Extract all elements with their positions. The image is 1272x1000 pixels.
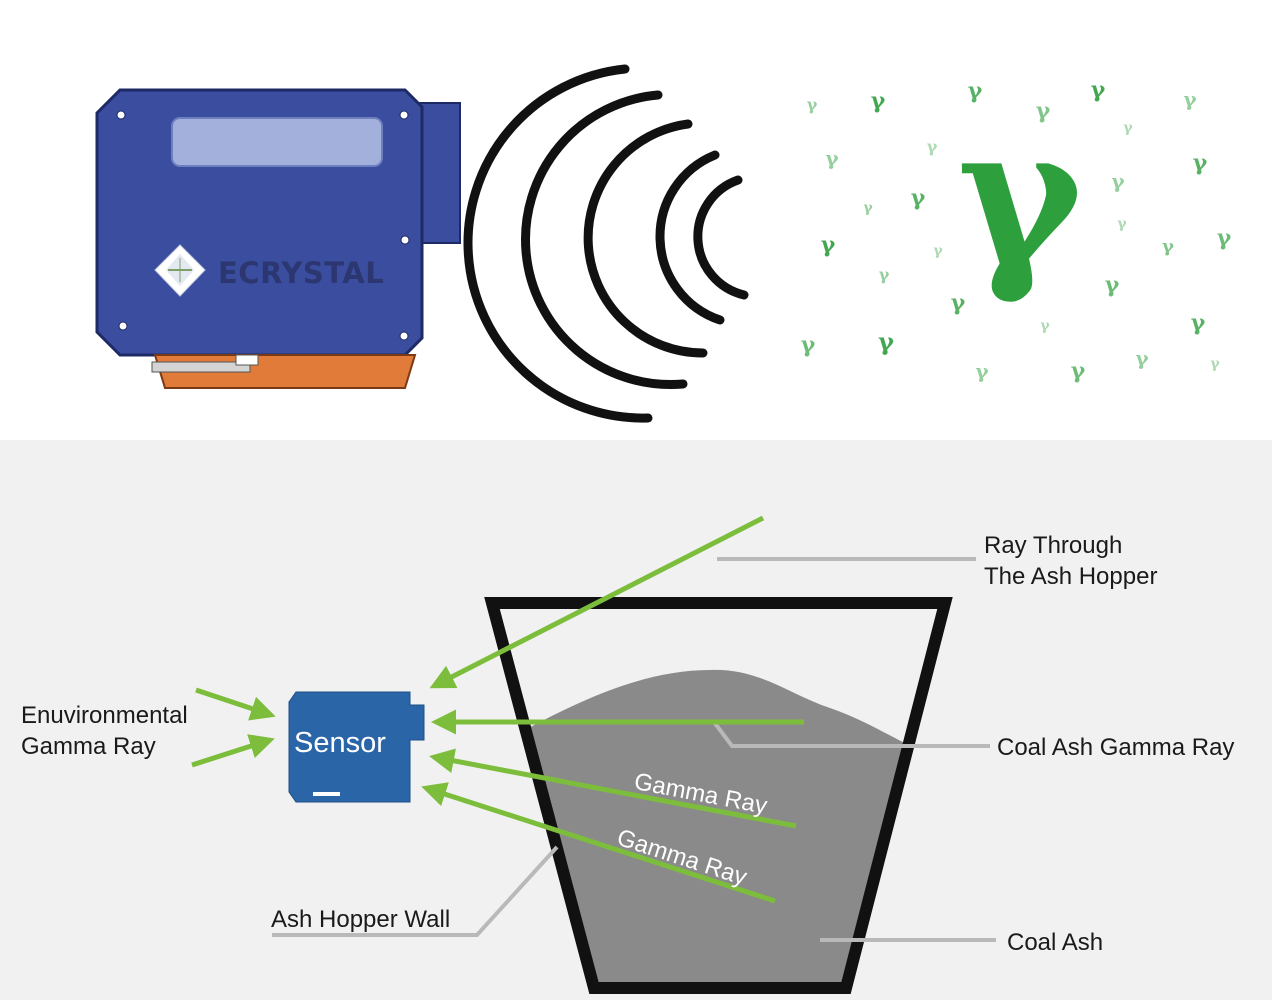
large-gamma-symbol-icon: γ: [957, 84, 1084, 307]
screw-icon: [399, 110, 409, 120]
hopper-diagram-panel: [0, 440, 1272, 1000]
gamma-symbol-icon: γ: [933, 243, 943, 259]
gamma-symbol-icon: γ: [871, 88, 886, 114]
ray-through-label-line2: The Ash Hopper: [984, 563, 1158, 590]
gamma-symbol-icon: γ: [1123, 120, 1133, 136]
device-base-rail: [151, 361, 251, 373]
ash-hopper-outline: [484, 597, 953, 994]
ray-through-hopper: [429, 515, 765, 689]
screw-icon: [118, 321, 128, 331]
gamma-symbol-icon: γ: [879, 265, 890, 284]
gamma-ray-2: [421, 782, 776, 904]
gamma-symbol-icon: γ: [1036, 98, 1051, 124]
device-side-bracket: [419, 102, 461, 244]
screw-icon: [400, 235, 410, 245]
gamma-symbol-icon: γ: [968, 78, 983, 104]
gamma-symbol-icon: γ: [1193, 150, 1208, 176]
screw-icon: [116, 110, 126, 120]
gamma-symbol-icon: γ: [1183, 87, 1197, 111]
gamma-symbol-icon: γ: [1135, 346, 1149, 370]
sensor-label: Sensor: [294, 727, 386, 759]
device-display-window: [171, 117, 383, 167]
gamma-symbol-icon: γ: [1105, 272, 1120, 298]
gamma-symbol-icon: γ: [1091, 77, 1106, 103]
gamma-symbol-icon: γ: [807, 95, 818, 114]
gamma-symbol-icon: γ: [1071, 358, 1086, 384]
gamma-symbol-icon: γ: [1217, 225, 1232, 251]
coal-ash-gamma-ray-label: Coal Ash Gamma Ray: [997, 734, 1235, 761]
gamma-symbol-icon: γ: [801, 332, 816, 358]
hopper-diagram-svg: [191, 515, 996, 994]
env-gamma-label-line2: Gamma Ray: [21, 733, 156, 760]
gamma-symbol-icon: γ: [951, 290, 966, 316]
env-gamma-label-line1: Enuvironmental: [21, 702, 188, 729]
gamma-symbol-icon: γ: [1111, 169, 1125, 193]
gamma-symbol-icon: γ: [1162, 236, 1174, 257]
gamma-ray-1: [429, 748, 797, 829]
ecrystal-logo-icon: [154, 244, 206, 297]
gamma-symbol-icon: γ: [821, 232, 836, 258]
device-base-connector: [235, 354, 259, 366]
leader-coal-ash-gamma: [712, 720, 990, 748]
leader-lines: [272, 557, 996, 942]
ash-hopper-wall-label: Ash Hopper Wall: [271, 906, 451, 933]
gamma-symbol-icon: γ: [975, 359, 989, 383]
gamma-symbol-icon: γ: [927, 137, 938, 156]
gamma-symbol-icon: γ: [1191, 310, 1206, 336]
radiation-waves-icon: [463, 64, 749, 423]
device-brand-label: ECRYSTAL: [218, 256, 385, 290]
sensor-block: [288, 691, 425, 803]
gamma-symbol-icon: γ: [863, 200, 873, 216]
gamma-symbol-icon: γ: [1210, 356, 1220, 372]
gamma-symbol-icon: γ: [825, 146, 839, 170]
gamma-symbol-icon: γ: [1040, 318, 1050, 334]
gamma-symbol-icon: γ: [911, 185, 926, 211]
env-ray-2: [191, 734, 275, 768]
env-ray-1: [195, 687, 276, 721]
gamma-symbol-icon: γ: [1117, 216, 1127, 232]
screw-icon: [399, 331, 409, 341]
gamma-detector-device: [95, 88, 461, 389]
ray-through-label-line1: Ray Through: [984, 532, 1123, 559]
gamma-symbol-icon: γ: [878, 327, 894, 356]
coal-ash-label: Coal Ash: [1007, 929, 1104, 956]
gamma-rays: [191, 515, 804, 904]
leader-hopper-wall: [272, 845, 559, 937]
coal-ash-fill: [520, 669, 939, 985]
